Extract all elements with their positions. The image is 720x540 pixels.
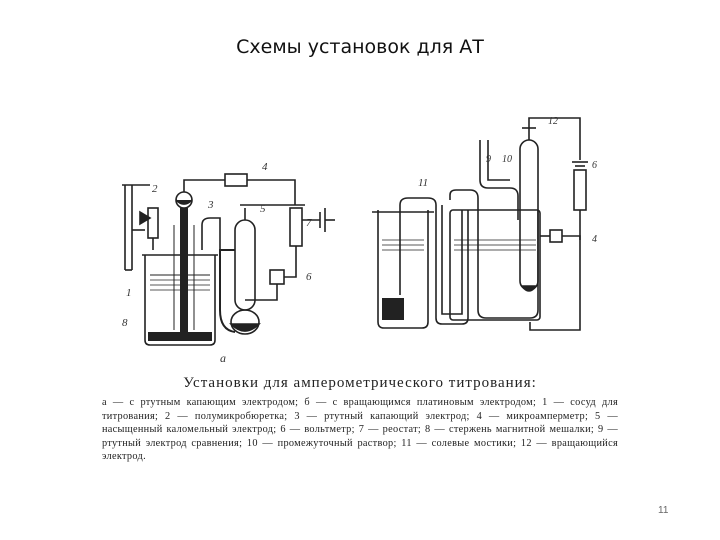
- label-2: 2: [152, 183, 158, 195]
- label-8: 8: [122, 317, 128, 329]
- circuit-wires-left: [183, 173, 305, 206]
- page-number: 11: [658, 505, 669, 516]
- figure-caption: Установки для амперометрического титрова…: [90, 375, 630, 464]
- label-3: 3: [207, 199, 214, 211]
- right-microammeter: [549, 229, 563, 243]
- caption-body: а — с ртутным капающим электродом; б — с…: [102, 397, 618, 462]
- left-apparatus: 2 3 4 5 7 6 1 8 а: [122, 161, 335, 365]
- label-5: 5: [260, 203, 266, 215]
- label-1: 1: [126, 287, 132, 299]
- label-4: 4: [262, 161, 268, 173]
- microburette: [139, 207, 159, 250]
- label-6: 6: [306, 271, 312, 283]
- salt-bridges: [399, 189, 539, 325]
- label-7: 7: [306, 217, 312, 229]
- right-apparatus: 11 9 10 12 6 4: [372, 116, 597, 331]
- calomel-electrode: [201, 208, 261, 335]
- dropping-mercury-electrode: [173, 191, 195, 333]
- apparatus-figure: 2 3 4 5 7 6 1 8 а: [122, 116, 597, 365]
- voltmeter: [245, 260, 297, 301]
- caption-title: Установки для амперометрического титрова…: [183, 375, 537, 391]
- label-4-right: 4: [592, 234, 597, 245]
- label-11: 11: [418, 177, 428, 189]
- label-9: 9: [486, 154, 491, 165]
- label-10: 10: [502, 154, 512, 165]
- circuit-wires-right: [528, 117, 588, 331]
- panel-letter-a: а: [220, 351, 226, 365]
- slide-title: Схемы установок для АТ: [236, 36, 484, 58]
- label-12: 12: [548, 116, 558, 127]
- intermediate-vessel: [449, 209, 541, 321]
- right-titration-vessel: [372, 210, 434, 329]
- right-rheostat: [573, 169, 587, 211]
- reference-electrodes: [479, 125, 539, 292]
- burette-stand: [122, 184, 150, 271]
- microammeter: [224, 173, 248, 187]
- label-6-right: 6: [592, 160, 597, 171]
- rheostat: [289, 207, 335, 260]
